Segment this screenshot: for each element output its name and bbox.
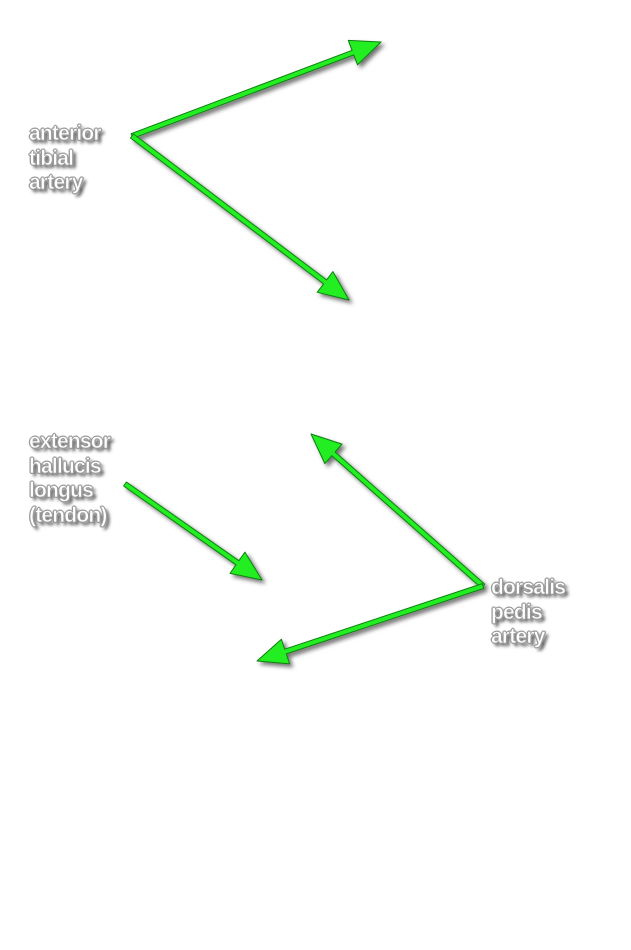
label-line: artery: [491, 625, 546, 649]
label-line: hallucis: [29, 454, 102, 478]
label-line: (tendon): [29, 503, 108, 527]
label-extensor-hallucis-longus-tendon: extensor hallucis longus (tendon): [29, 430, 112, 528]
arrow-anterior-tibial-upper: [130, 39, 382, 139]
label-line: pedis: [491, 600, 543, 624]
label-dorsalis-pedis-artery: dorsalis pedis artery: [491, 576, 567, 650]
label-line: extensor: [29, 430, 112, 454]
label-line: dorsalis: [491, 576, 567, 600]
arrow-extensor-hallucis-longus: [123, 481, 263, 581]
arrow-dorsalis-pedis-upper: [310, 433, 486, 589]
label-line: artery: [29, 171, 84, 195]
label-line: tibial: [29, 146, 75, 170]
label-line: longus: [29, 479, 94, 503]
label-anterior-tibial-artery: anterior tibial artery: [29, 122, 102, 196]
arrow-dorsalis-pedis-lower: [256, 583, 485, 665]
label-line: anterior: [29, 122, 102, 146]
arrow-anterior-tibial-lower: [130, 133, 350, 301]
